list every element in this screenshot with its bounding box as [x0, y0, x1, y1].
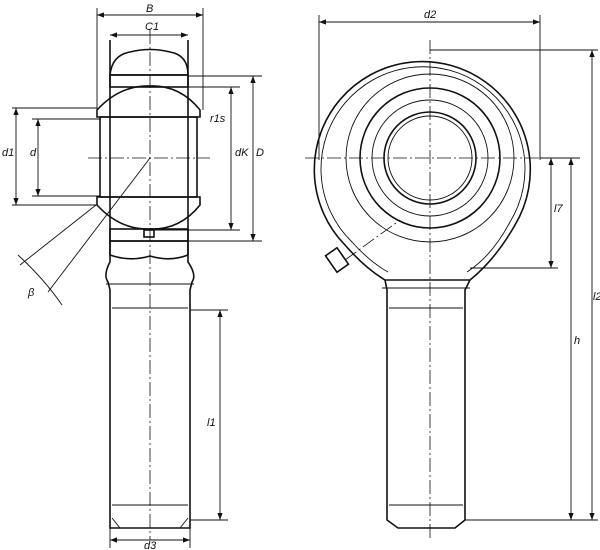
- label-l2: l2: [593, 291, 600, 303]
- label-d3: d3: [144, 540, 157, 550]
- label-d: d: [30, 147, 37, 159]
- label-h: h: [574, 335, 580, 347]
- right-labels: d2 l7 h l2: [424, 9, 600, 347]
- label-B: B: [146, 3, 153, 15]
- label-l7: l7: [554, 203, 563, 215]
- label-r1s: r1s: [210, 113, 226, 125]
- label-dK: dK: [235, 147, 249, 159]
- label-D: D: [256, 147, 264, 159]
- label-d2: d2: [424, 9, 436, 21]
- front-view: [305, 15, 598, 540]
- left-labels: B C1 r1s dK D d1 d β l1 d3: [2, 3, 264, 550]
- side-section-view: [12, 8, 262, 548]
- label-d1: d1: [2, 147, 14, 159]
- label-C1: C1: [145, 21, 159, 33]
- label-l1: l1: [207, 417, 216, 429]
- label-beta: β: [27, 287, 35, 299]
